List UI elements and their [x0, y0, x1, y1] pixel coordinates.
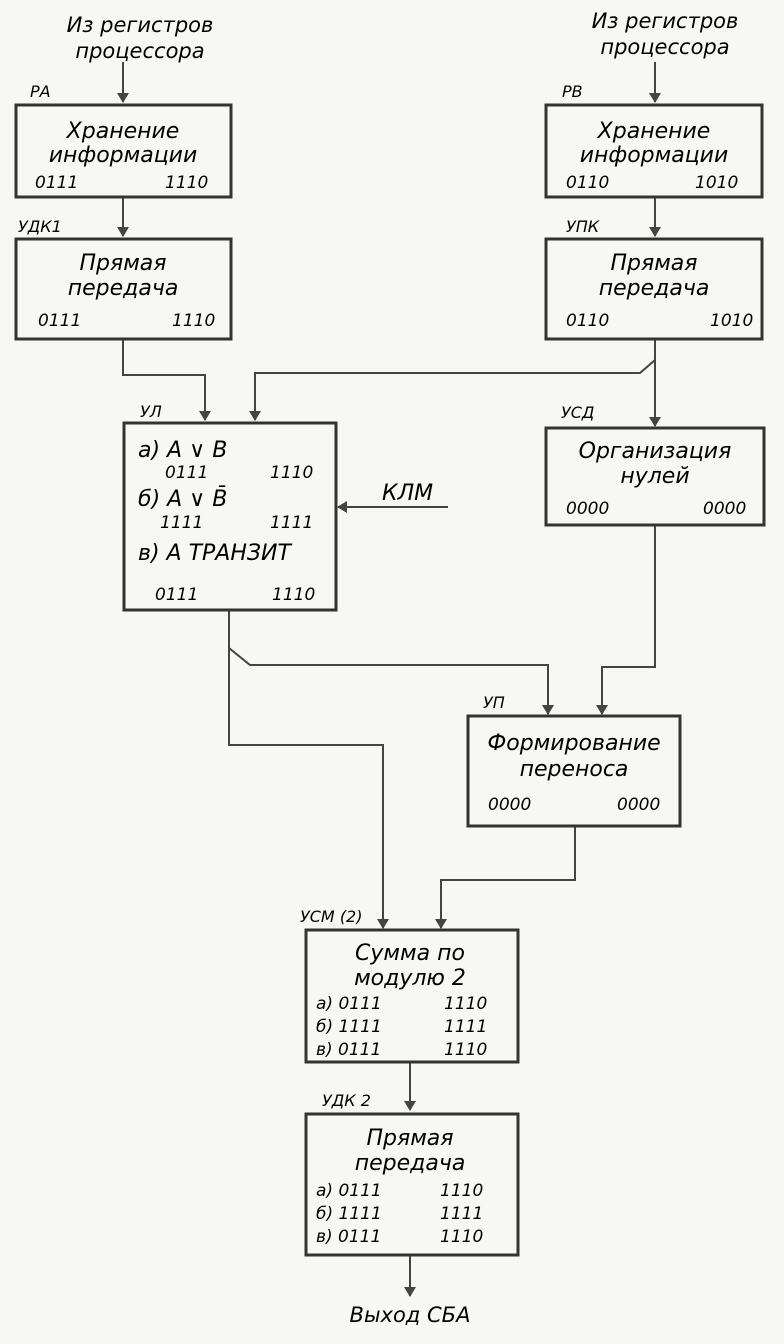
block-udk1-bits-left: 0111 — [38, 311, 81, 331]
block-ul-op-b: б) А ∨ В̄ — [138, 486, 227, 512]
block-ul-b-right: 1111 — [270, 513, 313, 533]
block-ul: УЛ а) А ∨ В 0111 1110 б) А ∨ В̄ 1111 111… — [122, 402, 338, 612]
block-usd-title-1: Организация — [579, 439, 732, 464]
block-udk2-row-a-left: а) 0111 — [316, 1181, 382, 1201]
block-udk1-label: УДК1 — [18, 217, 62, 236]
block-rb-label: РВ — [562, 82, 583, 101]
block-udk1-frame — [14, 237, 233, 341]
input-right-line2: процессора — [600, 35, 729, 59]
block-upk-frame — [544, 237, 764, 341]
block-up-title-1: Формирование — [487, 731, 660, 756]
block-ul-b-left: 1111 — [160, 513, 203, 533]
block-rb-frame — [544, 103, 764, 199]
block-upk-title-1: Прямая — [610, 251, 697, 276]
block-usm-label: УСМ (2) — [300, 907, 362, 926]
block-usd-title-2: нулей — [620, 464, 689, 489]
block-up: УП Формирование переноса 0000 0000 — [466, 693, 682, 828]
block-udk2-row-a-right: 1110 — [440, 1181, 483, 1201]
block-ra-title-1: Хранение — [66, 119, 180, 144]
input-right-line1: Из регистров — [592, 9, 739, 33]
block-udk2-label: УДК 2 — [322, 1091, 371, 1110]
block-upk-bits-left: 0110 — [566, 311, 609, 331]
klm-label: КЛМ — [382, 481, 433, 506]
block-up-bits-right: 0000 — [617, 795, 660, 815]
block-usd-bits-right: 0000 — [703, 499, 746, 519]
block-rb-title-1: Хранение — [597, 119, 711, 144]
block-udk1-title-1: Прямая — [79, 251, 166, 276]
block-usd-bits-left: 0000 — [566, 499, 609, 519]
block-udk2-frame — [304, 1112, 520, 1257]
block-up-bits-left: 0000 — [488, 795, 531, 815]
block-up-label: УП — [483, 693, 505, 712]
block-ra-bits-left: 0111 — [35, 173, 78, 193]
block-rb-bits-right: 1010 — [695, 173, 738, 193]
block-up-title-2: переноса — [520, 757, 629, 782]
block-udk1-title-2: передача — [68, 276, 179, 301]
block-up-frame — [466, 714, 682, 828]
wire-ul-to-usm — [228, 648, 389, 929]
block-rb: РВ Хранение информации 0110 1010 — [544, 82, 764, 199]
block-rb-title-2: информации — [580, 143, 729, 168]
block-ul-c-right: 1110 — [272, 585, 315, 605]
block-usm-title-2: модулю 2 — [354, 966, 466, 991]
input-left-line1: Из регистров — [67, 13, 214, 37]
block-udk2-row-c-left: в) 0111 — [316, 1227, 381, 1247]
block-usm-row-a-right: 1110 — [444, 994, 487, 1014]
connections — [117, 62, 661, 1297]
block-usd: УСД Организация нулей 0000 0000 — [544, 403, 766, 527]
wire-ul-to-up — [228, 610, 554, 715]
block-upk-label: УПК — [566, 217, 600, 236]
block-ra-frame — [14, 103, 233, 199]
block-usd-frame — [544, 426, 766, 527]
block-usm-row-b-right: 1111 — [444, 1017, 487, 1037]
block-usm: УСМ (2) Сумма по модулю 2 а) 0111 1110 б… — [300, 907, 520, 1064]
wire-up-to-usm — [435, 826, 576, 929]
block-usm-row-c-left: в) 0111 — [316, 1040, 381, 1060]
block-udk2-title-1: Прямая — [366, 1126, 453, 1151]
wire-usd-to-up — [596, 525, 656, 715]
block-udk2-title-2: передача — [355, 1151, 466, 1176]
block-usd-label: УСД — [561, 403, 594, 422]
block-upk: УПК Прямая передача 0110 1010 — [544, 217, 764, 341]
block-ul-op-a: а) А ∨ В — [138, 438, 227, 463]
block-ul-c-left: 0111 — [155, 585, 198, 605]
wire-upk-to-ul — [249, 339, 656, 421]
block-udk1-bits-right: 1110 — [172, 311, 215, 331]
output-label: Выход СБА — [350, 1303, 471, 1327]
block-ra: РА Хранение информации 0111 1110 — [14, 82, 233, 199]
block-ul-a-right: 1110 — [270, 463, 313, 483]
block-ul-label: УЛ — [140, 402, 162, 421]
block-usm-row-a-left: а) 0111 — [316, 994, 382, 1014]
block-usm-frame — [304, 928, 520, 1064]
block-udk2: УДК 2 Прямая передача а) 0111 1110 б) 11… — [304, 1091, 520, 1257]
block-ra-title-2: информации — [49, 143, 198, 168]
block-usm-title-1: Сумма по — [355, 941, 465, 966]
block-udk2-row-c-right: 1110 — [440, 1227, 483, 1247]
block-ul-op-c: в) А ТРАНЗИТ — [138, 541, 292, 566]
block-usm-row-b-left: б) 1111 — [316, 1017, 382, 1037]
block-upk-bits-right: 1010 — [710, 311, 753, 331]
block-rb-bits-left: 0110 — [566, 173, 609, 193]
wire-udk1-to-ul — [122, 339, 211, 421]
block-ra-bits-right: 1110 — [165, 173, 208, 193]
block-ul-frame — [122, 421, 338, 612]
block-usm-row-c-right: 1110 — [444, 1040, 487, 1060]
block-udk2-row-b-right: 1111 — [440, 1204, 483, 1224]
block-ul-a-left: 0111 — [165, 463, 208, 483]
block-ra-label: РА — [30, 82, 51, 101]
block-upk-title-2: передача — [599, 276, 710, 301]
input-left-line2: процессора — [75, 39, 204, 63]
block-udk2-row-b-left: б) 1111 — [316, 1204, 382, 1224]
block-udk1: УДК1 Прямая передача 0111 1110 — [14, 217, 233, 341]
